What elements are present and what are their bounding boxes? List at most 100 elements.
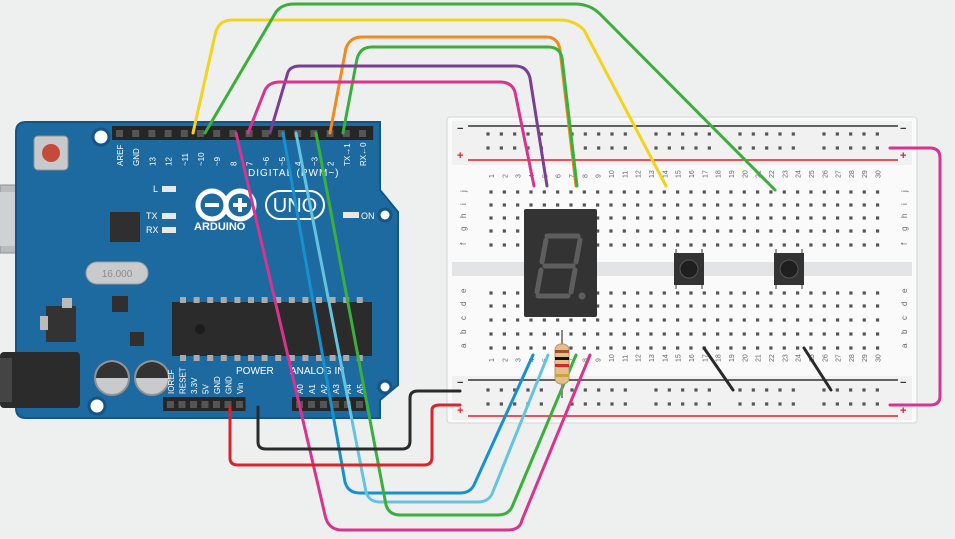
rail-hole[interactable] xyxy=(822,146,826,150)
breadboard-hole[interactable] xyxy=(502,229,506,233)
breadboard-hole[interactable] xyxy=(729,318,733,322)
breadboard-hole[interactable] xyxy=(862,243,866,247)
rail-hole[interactable] xyxy=(610,146,614,150)
breadboard-hole[interactable] xyxy=(489,291,493,295)
breadboard-hole[interactable] xyxy=(636,318,640,322)
resistor[interactable] xyxy=(554,330,570,398)
breadboard-hole[interactable] xyxy=(822,346,826,350)
breadboard-hole[interactable] xyxy=(782,318,786,322)
wire-button1-gnd[interactable] xyxy=(702,346,735,392)
breadboard-hole[interactable] xyxy=(849,332,853,336)
breadboard-hole[interactable] xyxy=(542,318,546,322)
breadboard-hole[interactable] xyxy=(542,203,546,207)
wire-pin7-purple[interactable] xyxy=(268,64,549,188)
breadboard-hole[interactable] xyxy=(849,190,853,194)
header-pin[interactable] xyxy=(180,130,188,137)
breadboard-hole[interactable] xyxy=(662,304,666,308)
breadboard-hole[interactable] xyxy=(875,346,880,350)
rail-hole[interactable] xyxy=(681,388,685,392)
push-button-2[interactable] xyxy=(774,249,804,289)
breadboard-hole[interactable] xyxy=(875,216,880,220)
breadboard-hole[interactable] xyxy=(875,243,880,247)
rail-hole[interactable] xyxy=(822,132,826,136)
header-pin[interactable] xyxy=(201,401,209,408)
breadboard-hole[interactable] xyxy=(529,318,533,322)
rail-hole[interactable] xyxy=(597,132,601,136)
breadboard-hole[interactable] xyxy=(769,346,773,350)
breadboard-hole[interactable] xyxy=(862,291,866,295)
rail-hole[interactable] xyxy=(486,388,490,392)
breadboard-hole[interactable] xyxy=(702,243,706,247)
breadboard-hole[interactable] xyxy=(636,304,640,308)
header-pin[interactable] xyxy=(261,130,269,137)
rail-hole[interactable] xyxy=(667,132,671,136)
rail-hole[interactable] xyxy=(694,146,698,150)
breadboard-hole[interactable] xyxy=(862,346,866,350)
wire-pin11-green[interactable] xyxy=(203,2,777,192)
breadboard-hole[interactable] xyxy=(596,203,600,207)
breadboard-hole[interactable] xyxy=(822,318,826,322)
breadboard-hole[interactable] xyxy=(662,243,666,247)
breadboard-hole[interactable] xyxy=(702,291,706,295)
breadboard-hole[interactable] xyxy=(542,190,546,194)
wire-pin6-blue[interactable] xyxy=(281,131,535,495)
header-pin[interactable] xyxy=(164,130,172,137)
breadboard-hole[interactable] xyxy=(582,332,586,336)
rail-hole[interactable] xyxy=(751,402,755,406)
rail-hole[interactable] xyxy=(738,402,742,406)
rail-hole[interactable] xyxy=(681,146,685,150)
breadboard-hole[interactable] xyxy=(849,203,853,207)
header-pin[interactable] xyxy=(178,401,186,408)
breadboard-hole[interactable] xyxy=(542,346,546,350)
breadboard-hole[interactable] xyxy=(756,203,760,207)
breadboard-hole[interactable] xyxy=(516,346,520,350)
rail-hole[interactable] xyxy=(583,132,587,136)
breadboard-hole[interactable] xyxy=(795,229,800,233)
rail-hole[interactable] xyxy=(526,132,530,136)
breadboard-hole[interactable] xyxy=(716,229,720,233)
breadboard-hole[interactable] xyxy=(862,190,866,194)
breadboard-hole[interactable] xyxy=(489,332,493,336)
rail-hole[interactable] xyxy=(751,132,755,136)
breadboard-hole[interactable] xyxy=(875,291,880,295)
breadboard-hole[interactable] xyxy=(516,243,520,247)
breadboard-hole[interactable] xyxy=(702,318,706,322)
breadboard-hole[interactable] xyxy=(742,229,746,233)
rail-hole[interactable] xyxy=(513,388,517,392)
breadboard-hole[interactable] xyxy=(835,190,840,194)
rail-hole[interactable] xyxy=(667,388,671,392)
rail-hole[interactable] xyxy=(654,132,658,136)
rail-hole[interactable] xyxy=(822,402,826,406)
breadboard-hole[interactable] xyxy=(502,190,506,194)
breadboard-hole[interactable] xyxy=(702,332,706,336)
breadboard-hole[interactable] xyxy=(662,291,666,295)
breadboard-hole[interactable] xyxy=(795,318,800,322)
header-pin[interactable] xyxy=(310,130,318,137)
rail-hole[interactable] xyxy=(513,132,517,136)
header-pin[interactable] xyxy=(342,130,350,137)
header-pin[interactable] xyxy=(224,401,232,408)
breadboard-hole[interactable] xyxy=(875,190,880,194)
rail-hole[interactable] xyxy=(791,388,795,392)
breadboard-hole[interactable] xyxy=(769,318,773,322)
breadboard-hole[interactable] xyxy=(716,332,720,336)
breadboard-hole[interactable] xyxy=(636,203,640,207)
breadboard-hole[interactable] xyxy=(582,346,586,350)
rail-hole[interactable] xyxy=(707,132,711,136)
breadboard-hole[interactable] xyxy=(742,291,746,295)
breadboard-hole[interactable] xyxy=(556,190,560,194)
power-pin-header[interactable] xyxy=(163,397,246,411)
breadboard-hole[interactable] xyxy=(822,304,826,308)
breadboard-hole[interactable] xyxy=(769,190,773,194)
rail-hole[interactable] xyxy=(778,402,782,406)
breadboard-hole[interactable] xyxy=(702,203,706,207)
rail-hole[interactable] xyxy=(597,146,601,150)
breadboard-hole[interactable] xyxy=(502,318,506,322)
breadboard-hole[interactable] xyxy=(609,190,613,194)
breadboard-hole[interactable] xyxy=(742,243,746,247)
breadboard-hole[interactable] xyxy=(835,304,840,308)
breadboard-hole[interactable] xyxy=(809,229,813,233)
breadboard-hole[interactable] xyxy=(822,216,826,220)
breadboard-hole[interactable] xyxy=(862,318,866,322)
breadboard-hole[interactable] xyxy=(756,216,760,220)
